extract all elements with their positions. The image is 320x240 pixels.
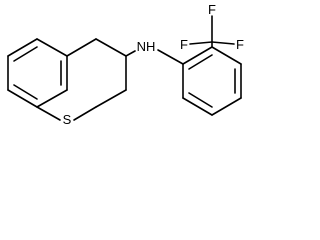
sulfur-label: S xyxy=(63,112,72,127)
bond-cf3-f-right xyxy=(211,41,235,45)
double-bond-inner xyxy=(13,84,38,100)
bond xyxy=(66,38,97,57)
bond xyxy=(36,89,68,108)
double-bond-inner xyxy=(188,54,213,70)
fluorine-right-label: F xyxy=(236,37,244,52)
bond xyxy=(211,97,242,116)
thiopyran-ring xyxy=(36,38,127,121)
bond-cf3-f-left xyxy=(189,41,213,45)
trifluoromethyl-group xyxy=(189,15,235,48)
bond xyxy=(182,97,213,116)
bond xyxy=(211,46,242,65)
structure-canvas: S NH F F F xyxy=(7,2,244,127)
bond xyxy=(7,38,38,57)
bond xyxy=(73,106,97,121)
double-bond-inner xyxy=(188,92,213,108)
bond xyxy=(182,46,213,65)
bond xyxy=(95,89,127,108)
amine-label: NH xyxy=(137,39,156,54)
molecule-diagram: S NH F F F xyxy=(7,2,244,127)
bond xyxy=(95,38,127,57)
phenyl-ring xyxy=(182,46,242,116)
fluorine-top-label: F xyxy=(208,2,216,17)
fluorine-left-label: F xyxy=(180,37,188,52)
bond xyxy=(7,89,38,108)
bond-c4-nh xyxy=(125,50,136,57)
bond xyxy=(36,106,61,121)
double-bond-inner xyxy=(13,46,38,62)
bond xyxy=(36,38,68,57)
benzo-ring xyxy=(7,38,68,108)
bond-nh-phenyl xyxy=(157,49,184,65)
